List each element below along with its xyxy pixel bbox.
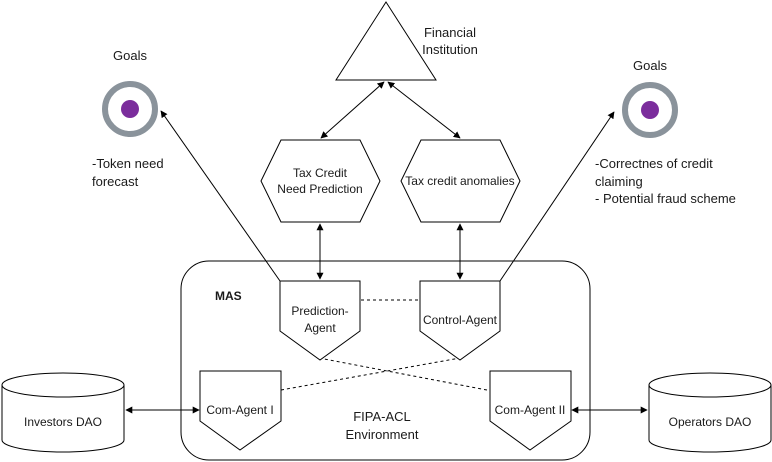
edges: [125, 81, 648, 414]
goals-right-desc-line3: - Potential fraud scheme: [595, 191, 736, 206]
financial-institution-triangle: [335, 1, 437, 81]
environment-label-line2: Environment: [346, 427, 419, 442]
com-agent-1-label: Com-Agent I: [206, 403, 273, 417]
edge-prediction-goals: [160, 110, 281, 282]
financial-institution-label-line1: Financial: [424, 25, 476, 40]
tax-credit-need-prediction: Tax Credit Need Prediction: [260, 139, 381, 223]
dashed-prediction-comagent2: [318, 357, 493, 392]
control-agent-label: Control-Agent: [423, 313, 498, 327]
prediction-agent-label-line2: Agent: [304, 321, 336, 335]
goals-right-title: Goals: [633, 58, 667, 73]
com-agent-2: Com-Agent II: [489, 370, 572, 451]
com-agent-2-label: Com-Agent II: [495, 403, 566, 417]
com-agent-1-shape: [199, 370, 282, 451]
investors-dao-cylinder-body: [1, 385, 125, 453]
prediction-agent-label-line1: Prediction-: [291, 304, 348, 318]
com-agent-2-shape: [489, 370, 572, 451]
environment-label-line1: FIPA-ACL: [353, 409, 411, 424]
goals-left-desc-line1: -Token need: [92, 156, 164, 171]
goals-right-desc-line1: -Correctnes of credit: [595, 156, 713, 171]
investors-dao: Investors DAO: [1, 372, 125, 453]
com-agent-1: Com-Agent I: [199, 370, 282, 451]
financial-institution-label-line2: Institution: [422, 42, 478, 57]
edge-control-goals: [499, 111, 615, 282]
investors-dao-cylinder-top: [1, 372, 125, 398]
goals-right-desc-line2: claiming: [595, 174, 643, 189]
investors-dao-label: Investors DAO: [24, 415, 102, 429]
goals-left-desc-line2: forecast: [92, 174, 139, 189]
goals-right-target-center: [641, 101, 659, 119]
control-agent-shape: [419, 280, 501, 361]
prediction-agent: Prediction- Agent: [279, 280, 361, 361]
goals-right: Goals -Correctnes of credit claiming - P…: [595, 58, 736, 206]
goals-left-target-center: [121, 100, 139, 118]
tax-credit-need-label-line2: Need Prediction: [277, 182, 362, 196]
operators-dao-label: Operators DAO: [669, 415, 752, 429]
mas-title: MAS: [215, 289, 242, 303]
operators-dao-cylinder-top: [648, 372, 772, 398]
tax-credit-anomalies: Tax credit anomalies: [400, 139, 521, 223]
goals-left: Goals -Token need forecast: [92, 48, 164, 189]
dashed-comagent1-control: [280, 357, 461, 391]
tax-credit-need-label-line1: Tax Credit: [293, 166, 348, 180]
tax-credit-anomalies-label: Tax credit anomalies: [405, 174, 514, 188]
edge-fi-tax-need: [320, 81, 385, 139]
tax-credit-anomalies-hexagon: [400, 139, 521, 223]
tax-credit-need-hexagon: [260, 139, 381, 223]
operators-dao: Operators DAO: [648, 372, 772, 453]
control-agent: Control-Agent: [419, 280, 501, 361]
operators-dao-cylinder-body: [648, 385, 772, 453]
goals-left-title: Goals: [113, 48, 147, 63]
financial-institution: Financial Institution: [335, 1, 478, 81]
prediction-agent-shape: [279, 280, 361, 361]
edge-fi-tax-anomalies: [387, 81, 461, 139]
